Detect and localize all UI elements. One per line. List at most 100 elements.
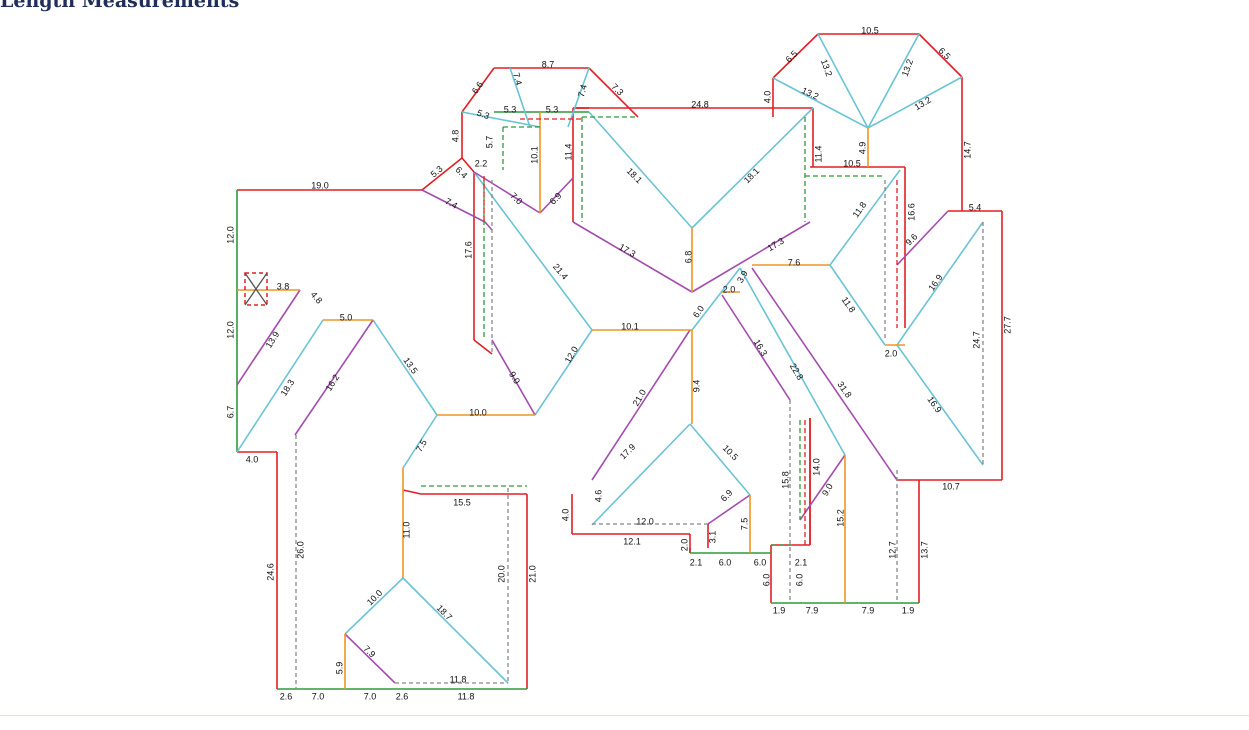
measurement-label: 2.0: [723, 284, 736, 294]
eave-line: [461, 67, 495, 113]
measurement-label: 4.9: [857, 142, 867, 155]
measurement-label: 10.1: [621, 321, 639, 331]
measurement-label: 2.0: [885, 348, 898, 358]
measurement-label: 13.2: [913, 95, 933, 112]
hip-line: [591, 423, 691, 526]
measurement-label: 24.6: [265, 563, 275, 581]
measurement-label: 24.8: [691, 99, 709, 109]
eave-line: [402, 489, 422, 495]
hip-line: [867, 76, 963, 129]
hip-line: [236, 319, 324, 453]
roof-edges: [236, 33, 1003, 690]
valley-line: [691, 221, 811, 293]
measurement-label: 6.9: [548, 191, 564, 207]
hip-line: [817, 33, 869, 129]
hip-line: [588, 111, 693, 229]
measurement-label: 7.4: [511, 71, 524, 86]
measurement-label: 11.8: [458, 691, 475, 701]
measurement-label: 6.0: [794, 574, 804, 587]
measurement-label: 17.9: [618, 442, 637, 461]
measurement-label: 4.0: [762, 91, 772, 104]
skylight-icon: [244, 272, 268, 306]
measurement-label: 17.3: [617, 242, 637, 259]
measurement-label: 15.8: [780, 471, 790, 489]
measurement-label: 4.0: [560, 509, 570, 522]
measurement-label: 2.1: [795, 557, 808, 567]
measurement-label: 13.7: [919, 541, 929, 559]
hip-line: [689, 423, 751, 496]
measurement-label: 7.4: [576, 83, 589, 98]
measurement-label: 6.0: [719, 557, 732, 567]
valley-line: [473, 171, 541, 214]
measurement-label: 2.6: [396, 691, 409, 701]
measurement-label: 10.0: [365, 588, 384, 607]
footer-divider: [0, 715, 1249, 716]
measurement-label: 6.0: [754, 557, 767, 567]
eave-line: [772, 33, 819, 79]
hip-line: [829, 169, 901, 266]
hip-line: [509, 67, 531, 128]
valley-line: [421, 189, 486, 223]
measurement-label: 9.0: [820, 482, 835, 498]
measurement-label: 21.0: [527, 565, 537, 583]
measurement-label: 5.9: [334, 662, 344, 675]
measurement-label: 2.2: [475, 158, 488, 168]
measurement-label: 12.7: [887, 541, 897, 559]
measurement-label: 2.6: [280, 691, 293, 701]
measurement-label: 13.9: [264, 330, 282, 350]
measurement-label: 14.7: [962, 141, 972, 159]
measurement-label: 5.7: [484, 136, 494, 149]
hip-line: [402, 577, 509, 684]
measurement-label: 7.0: [364, 691, 377, 701]
measurement-label: 5.3: [504, 104, 517, 114]
hip-line: [896, 344, 984, 466]
eave-line: [473, 339, 493, 355]
measurement-label: 5.3: [476, 108, 491, 122]
measurement-label: 13.2: [900, 58, 915, 78]
measurement-label: 10.7: [942, 481, 960, 491]
valley-line: [236, 289, 301, 386]
measurement-label: 12.0: [563, 345, 580, 365]
measurement-label: 14.0: [811, 458, 821, 476]
measurement-label: 5.0: [340, 312, 353, 322]
hip-line: [372, 319, 438, 416]
measurement-label: 4.6: [593, 490, 603, 503]
measurement-label: 6.8: [683, 251, 693, 264]
measurement-label: 7.5: [414, 438, 429, 454]
hip-line: [691, 267, 741, 331]
measurement-label: 10.5: [721, 443, 740, 462]
measurement-label: 10.1: [529, 146, 539, 164]
measurement-label: 5.3: [546, 104, 559, 114]
hip-line: [567, 67, 590, 128]
measurement-label: 10.0: [469, 407, 487, 417]
measurement-label: 18.3: [279, 378, 297, 398]
hip-line: [772, 77, 869, 129]
hip-line: [473, 171, 593, 331]
measurement-label: 7.9: [361, 644, 377, 660]
measurement-label: 11.0: [401, 522, 411, 539]
measurement-label: 16.2: [324, 373, 342, 393]
measurement-label: 11.8: [840, 295, 858, 315]
measurement-label: 6.9: [719, 488, 735, 504]
valley-line: [491, 339, 536, 416]
measurement-label: 7.3: [609, 82, 625, 98]
measurement-label: 17.6: [463, 241, 473, 259]
measurement-label: 9.4: [691, 380, 701, 393]
measurement-label: 9.0: [507, 370, 522, 386]
measurement-label: 16.9: [925, 395, 943, 415]
measurement-label: 24.7: [971, 331, 981, 349]
hip-line: [344, 577, 404, 635]
measurement-label: 12.0: [225, 321, 235, 339]
measurement-label: 18.7: [435, 603, 454, 622]
measurement-label: 9.6: [904, 232, 920, 248]
measurement-label: 6.4: [453, 165, 469, 181]
hip-line: [461, 111, 541, 128]
hip-line: [829, 264, 886, 346]
measurement-label: 7.0: [312, 691, 325, 701]
valley-line: [799, 454, 846, 521]
measurement-label: 3.8: [277, 281, 290, 291]
hip-line: [896, 221, 984, 346]
measurement-label: 1.9: [902, 605, 915, 615]
valley-line: [294, 319, 374, 436]
valley-line: [344, 633, 396, 684]
